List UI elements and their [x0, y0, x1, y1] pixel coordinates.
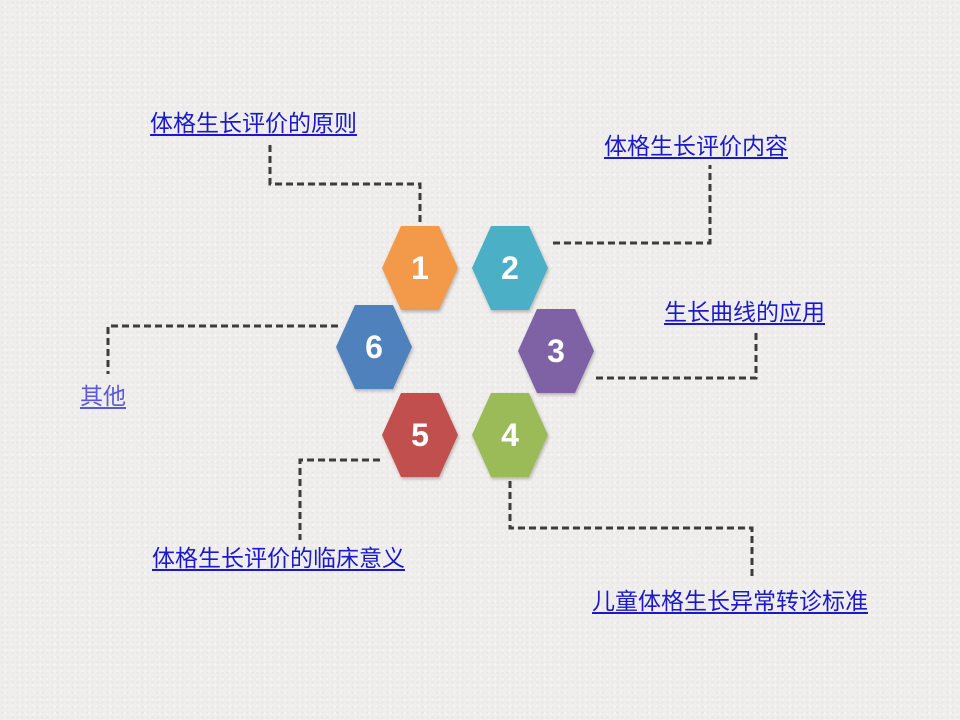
connector-1	[268, 145, 422, 224]
link-clinical-significance[interactable]: 体格生长评价的临床意义	[152, 546, 405, 572]
link-other[interactable]: 其他	[80, 384, 126, 410]
hexagon-3[interactable]: 3	[518, 309, 594, 393]
svg-text:2: 2	[501, 250, 519, 286]
svg-text:6: 6	[365, 329, 383, 365]
link-abnormal-growth-referral-criteria[interactable]: 儿童体格生长异常转诊标准	[592, 589, 868, 615]
connector-3	[596, 333, 758, 380]
svg-text:4: 4	[501, 417, 519, 453]
hexagon-2[interactable]: 2	[472, 226, 548, 310]
connector-2	[553, 165, 712, 245]
connector-4	[508, 481, 754, 580]
svg-text:5: 5	[411, 417, 429, 453]
hexagon-1[interactable]: 1	[382, 226, 458, 310]
hexagon-5[interactable]: 5	[382, 393, 458, 477]
svg-text:1: 1	[411, 250, 429, 286]
hexagon-4[interactable]: 4	[472, 393, 548, 477]
svg-text:3: 3	[547, 333, 565, 369]
link-growth-evaluation-content[interactable]: 体格生长评价内容	[604, 134, 788, 160]
link-growth-curve-application[interactable]: 生长曲线的应用	[664, 300, 825, 326]
hexagon-6[interactable]: 6	[336, 305, 412, 389]
connector-6	[106, 324, 338, 374]
link-growth-evaluation-principles[interactable]: 体格生长评价的原则	[150, 111, 357, 137]
connector-5	[298, 458, 380, 540]
